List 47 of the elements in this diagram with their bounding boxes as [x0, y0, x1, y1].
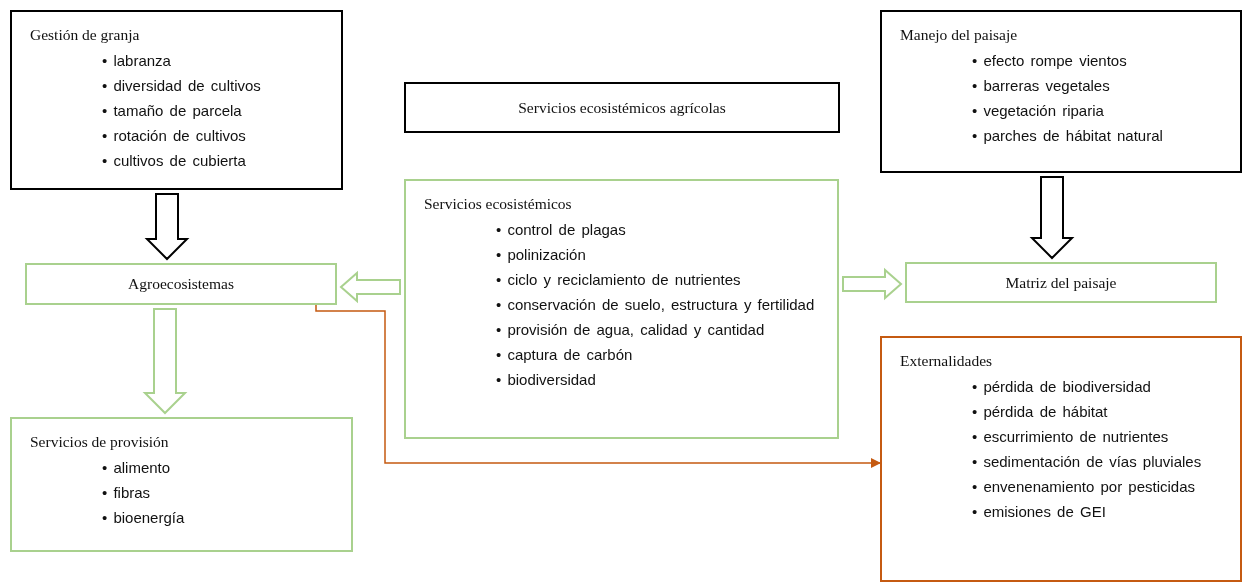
text-box — [404, 179, 839, 439]
bullet-item: • ciclo y reciclamiento de nutrientes — [496, 270, 742, 290]
bullet-item: • parches de hábitat natural — [972, 126, 1164, 146]
text-box — [10, 10, 343, 190]
bullet-item: • efecto rompe vientos — [972, 51, 1128, 71]
text-box — [25, 263, 337, 305]
bullet-item: • conservación de suelo, estructura y fertilidad — [496, 295, 816, 315]
connector-arrow — [315, 304, 881, 468]
bullet-item: • provisión de agua, calidad y cantidad — [496, 320, 766, 340]
bullet-item: • pérdida de hábitat — [972, 402, 1109, 422]
box-heading: Agroecosistemas — [128, 274, 234, 294]
block-arrow — [1029, 176, 1075, 260]
bullet-item: • captura de carbón — [496, 345, 634, 365]
text-box — [880, 336, 1242, 582]
bullet-item: • rotación de cultivos — [102, 126, 247, 146]
box-heading: Servicios de provisión — [30, 432, 170, 452]
block-arrow — [339, 270, 401, 304]
bullet-item: • vegetación riparia — [972, 101, 1105, 121]
bullet-item: • alimento — [102, 458, 172, 478]
box-heading: Gestión de granja — [30, 25, 141, 45]
bullet-item: • polinización — [496, 245, 587, 265]
box-heading: Servicios ecosistémicos — [424, 194, 573, 214]
bullet-item: • fibras — [102, 483, 152, 503]
bullet-item: • tamaño de parcela — [102, 101, 243, 121]
bullet-item: • pérdida de biodiversidad — [972, 377, 1152, 397]
bullet-item: • bioenergía — [102, 508, 186, 528]
box-heading: Matriz del paisaje — [1005, 272, 1117, 293]
bullet-item: • diversidad de cultivos — [102, 76, 262, 96]
block-arrow — [842, 267, 903, 301]
bullet-item: • emisiones de GEI — [972, 502, 1107, 522]
box-heading: Externalidades — [900, 351, 994, 371]
box-heading: Manejo del paisaje — [900, 25, 1019, 45]
box-heading: Servicios ecosistémicos agrícolas — [518, 97, 726, 118]
bullet-item: • escurrimiento de nutrientes — [972, 427, 1170, 447]
text-box — [880, 10, 1242, 173]
text-box — [10, 417, 353, 552]
bullet-item: • barreras vegetales — [972, 76, 1111, 96]
block-arrow — [144, 193, 190, 261]
bullet-item: • envenenamiento por pesticidas — [972, 477, 1197, 497]
text-box — [905, 262, 1217, 303]
block-arrow — [142, 308, 188, 415]
bullet-item: • control de plagas — [496, 220, 627, 240]
bullet-item: • cultivos de cubierta — [102, 151, 247, 171]
bullet-item: • sedimentación de vías pluviales — [972, 452, 1203, 472]
bullet-item: • labranza — [102, 51, 172, 71]
text-box — [404, 82, 840, 133]
bullet-item: • biodiversidad — [496, 370, 597, 390]
